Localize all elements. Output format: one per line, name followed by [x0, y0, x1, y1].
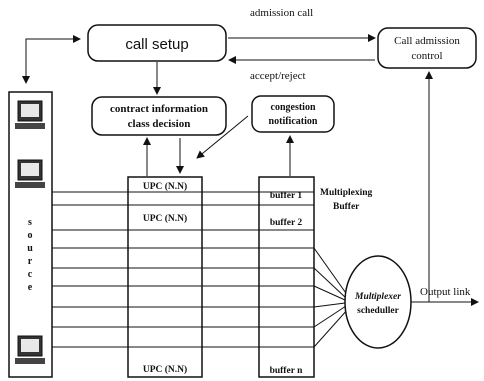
- call-admission-control-box: [377, 27, 477, 69]
- upc-label: UPC (N.N): [143, 213, 187, 224]
- admission-call-label: admission call: [250, 7, 313, 19]
- call-admission-label-line1: Call admission: [394, 35, 460, 47]
- congestion-to-upc-arrow: [196, 115, 249, 159]
- source-letter: c: [28, 269, 33, 280]
- congestion-label-line2: notification: [269, 116, 318, 127]
- upc-column: [127, 176, 203, 378]
- source-letter: o: [28, 230, 33, 241]
- contract-label-line2: class decision: [128, 118, 191, 130]
- scheduler-label-line1: Multiplexer: [354, 292, 401, 302]
- source-arrow-down-head: [22, 76, 30, 84]
- call-setup-box: [87, 24, 227, 62]
- traffic-lines: [52, 191, 314, 348]
- source-setup-connector: [25, 35, 81, 82]
- buffer-column: [258, 176, 315, 378]
- call-setup-label: call setup: [125, 36, 188, 53]
- computer-icon: [15, 100, 45, 129]
- source-letter: r: [28, 256, 33, 267]
- computer-icon: [15, 335, 45, 364]
- buffer-label: buffer 2: [270, 218, 303, 228]
- multiplexing-buffer-line1: Multiplexing: [320, 188, 373, 198]
- congestion-notification-box: [251, 95, 335, 133]
- fan-in-lines: [313, 247, 349, 348]
- buffer-label: buffer 1: [270, 191, 303, 201]
- output-link-label: Output link: [420, 286, 471, 298]
- buffer-label: buffer n: [270, 366, 304, 376]
- source-letter: e: [28, 282, 33, 293]
- source-column: [8, 91, 53, 378]
- scheduler-label-line2: scheduller: [357, 306, 399, 316]
- multiplexing-buffer-line2: Buffer: [333, 202, 360, 212]
- upc-label: UPC (N.N): [143, 364, 187, 375]
- contract-label-line1: contract information: [110, 103, 208, 115]
- multiplexer-scheduler: [344, 255, 412, 349]
- computer-icon: [15, 159, 45, 188]
- congestion-label-line1: congestion: [271, 102, 316, 113]
- source-letter: u: [27, 243, 33, 254]
- call-admission-label-line2: control: [411, 50, 442, 62]
- accept-reject-label: accept/reject: [250, 70, 306, 82]
- source-letter: s: [28, 217, 32, 228]
- upc-label: UPC (N.N): [143, 181, 187, 192]
- contract-information-box: [91, 96, 227, 136]
